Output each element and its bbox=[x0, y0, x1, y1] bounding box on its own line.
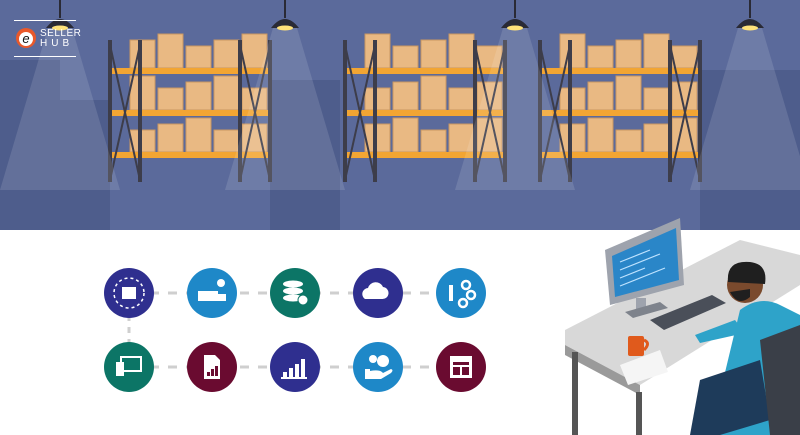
shelf-beam bbox=[540, 110, 700, 116]
shelf-beam bbox=[540, 68, 700, 74]
box bbox=[559, 87, 586, 111]
lamp bbox=[690, 0, 800, 190]
rack-post bbox=[473, 40, 477, 182]
box bbox=[671, 81, 698, 111]
box bbox=[448, 87, 475, 111]
shelf-beam bbox=[110, 68, 270, 74]
logo-mark: e bbox=[19, 32, 33, 46]
shelf-beam bbox=[345, 68, 505, 74]
box bbox=[364, 33, 391, 69]
seller-hub-logo: e SELLER HUB bbox=[14, 18, 81, 58]
shelf-beam bbox=[540, 152, 700, 158]
lamp bbox=[455, 0, 575, 190]
box bbox=[364, 87, 391, 111]
report-document-icon bbox=[187, 342, 237, 392]
box bbox=[476, 81, 503, 111]
box bbox=[185, 45, 212, 69]
database-clock-icon bbox=[270, 268, 320, 318]
box bbox=[420, 75, 447, 111]
box bbox=[392, 45, 419, 69]
logo-text-hub: HUB bbox=[40, 38, 74, 49]
box bbox=[587, 117, 614, 153]
box bbox=[157, 33, 184, 69]
person-legs bbox=[690, 360, 770, 435]
background-skyline bbox=[0, 60, 800, 230]
rack-post bbox=[373, 40, 377, 182]
rack-post bbox=[668, 40, 672, 182]
rack-post bbox=[343, 40, 347, 182]
shelf-beam bbox=[345, 152, 505, 158]
box bbox=[185, 117, 212, 153]
box bbox=[213, 39, 240, 69]
keyboard bbox=[650, 295, 726, 330]
box bbox=[559, 33, 586, 69]
rack-post bbox=[698, 40, 702, 182]
box bbox=[213, 75, 240, 111]
layout-window-icon bbox=[436, 342, 486, 392]
rack bbox=[108, 33, 272, 182]
box bbox=[157, 87, 184, 111]
box bbox=[157, 123, 184, 153]
ceiling-lamps bbox=[0, 0, 800, 190]
box bbox=[448, 33, 475, 69]
chair bbox=[760, 325, 800, 435]
box bbox=[643, 87, 670, 111]
desk-scene bbox=[565, 218, 800, 435]
shelf-beam bbox=[110, 110, 270, 116]
network-cubes-icon bbox=[104, 268, 154, 318]
rack-post bbox=[538, 40, 542, 182]
monitor-screen bbox=[612, 228, 679, 297]
papers bbox=[620, 350, 668, 385]
box bbox=[420, 129, 447, 153]
shelving-racks bbox=[108, 33, 702, 182]
box bbox=[643, 123, 670, 153]
rack-post bbox=[568, 40, 572, 182]
rack-post bbox=[108, 40, 112, 182]
money-hand-icon bbox=[353, 342, 403, 392]
box bbox=[185, 81, 212, 111]
box bbox=[615, 129, 642, 153]
shelf-beam bbox=[110, 152, 270, 158]
box bbox=[587, 45, 614, 69]
delivery-truck-icon bbox=[187, 268, 237, 318]
box bbox=[615, 75, 642, 111]
cloud-sync-icon bbox=[353, 268, 403, 318]
box bbox=[643, 33, 670, 69]
shelf-beam bbox=[345, 110, 505, 116]
box bbox=[587, 81, 614, 111]
box bbox=[420, 39, 447, 69]
box bbox=[129, 39, 156, 69]
bar-chart-icon bbox=[270, 342, 320, 392]
box bbox=[129, 75, 156, 111]
box bbox=[392, 81, 419, 111]
rack-post bbox=[238, 40, 242, 182]
devices-icon bbox=[104, 342, 154, 392]
coffee-mug bbox=[628, 336, 644, 356]
feature-icons bbox=[104, 268, 486, 392]
box bbox=[241, 33, 268, 69]
rack-post bbox=[503, 40, 507, 182]
rack bbox=[343, 33, 507, 182]
box bbox=[392, 117, 419, 153]
rack-post bbox=[138, 40, 142, 182]
logo-text-seller: SELLER bbox=[40, 28, 82, 39]
box bbox=[448, 123, 475, 153]
rack bbox=[538, 33, 702, 182]
box bbox=[671, 45, 698, 69]
box bbox=[615, 39, 642, 69]
gears-icon bbox=[436, 268, 486, 318]
box bbox=[213, 129, 240, 153]
rack-post bbox=[268, 40, 272, 182]
lamp bbox=[0, 0, 120, 190]
lamp bbox=[225, 0, 345, 190]
